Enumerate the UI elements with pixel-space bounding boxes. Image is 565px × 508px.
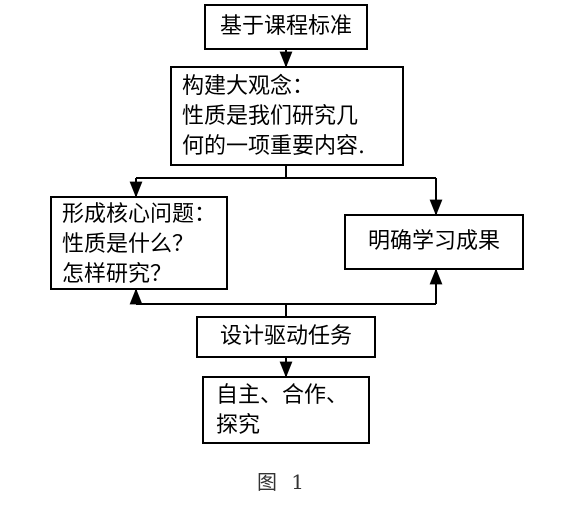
node-line: 构建大观念： <box>182 74 315 99</box>
node-line: 设计驱动任务 <box>219 324 352 349</box>
node-curriculum-standard: 基于课程标准 <box>204 4 368 50</box>
node-line: 形成核心问题： <box>62 202 217 227</box>
node-driving-task: 设计驱动任务 <box>196 316 376 358</box>
node-core-question: 形成核心问题： 性质是什么？ 怎样研究？ <box>50 196 228 290</box>
node-line: 探究 <box>216 413 261 438</box>
node-line: 自主、合作、 <box>216 383 349 408</box>
node-line: 明确学习成果 <box>367 229 500 254</box>
node-learning-outcome: 明确学习成果 <box>344 214 524 270</box>
node-line: 怎样研究？ <box>62 262 173 287</box>
figure-caption: 图 1 <box>256 470 309 494</box>
node-line: 何的一项重要内容. <box>182 134 365 159</box>
node-line: 性质是什么？ <box>62 232 195 257</box>
node-line: 基于课程标准 <box>219 14 352 39</box>
node-big-idea: 构建大观念： 性质是我们研究几 何的一项重要内容. <box>170 66 404 166</box>
node-line: 性质是我们研究几 <box>182 104 359 129</box>
node-learning-mode: 自主、合作、 探究 <box>202 376 370 444</box>
